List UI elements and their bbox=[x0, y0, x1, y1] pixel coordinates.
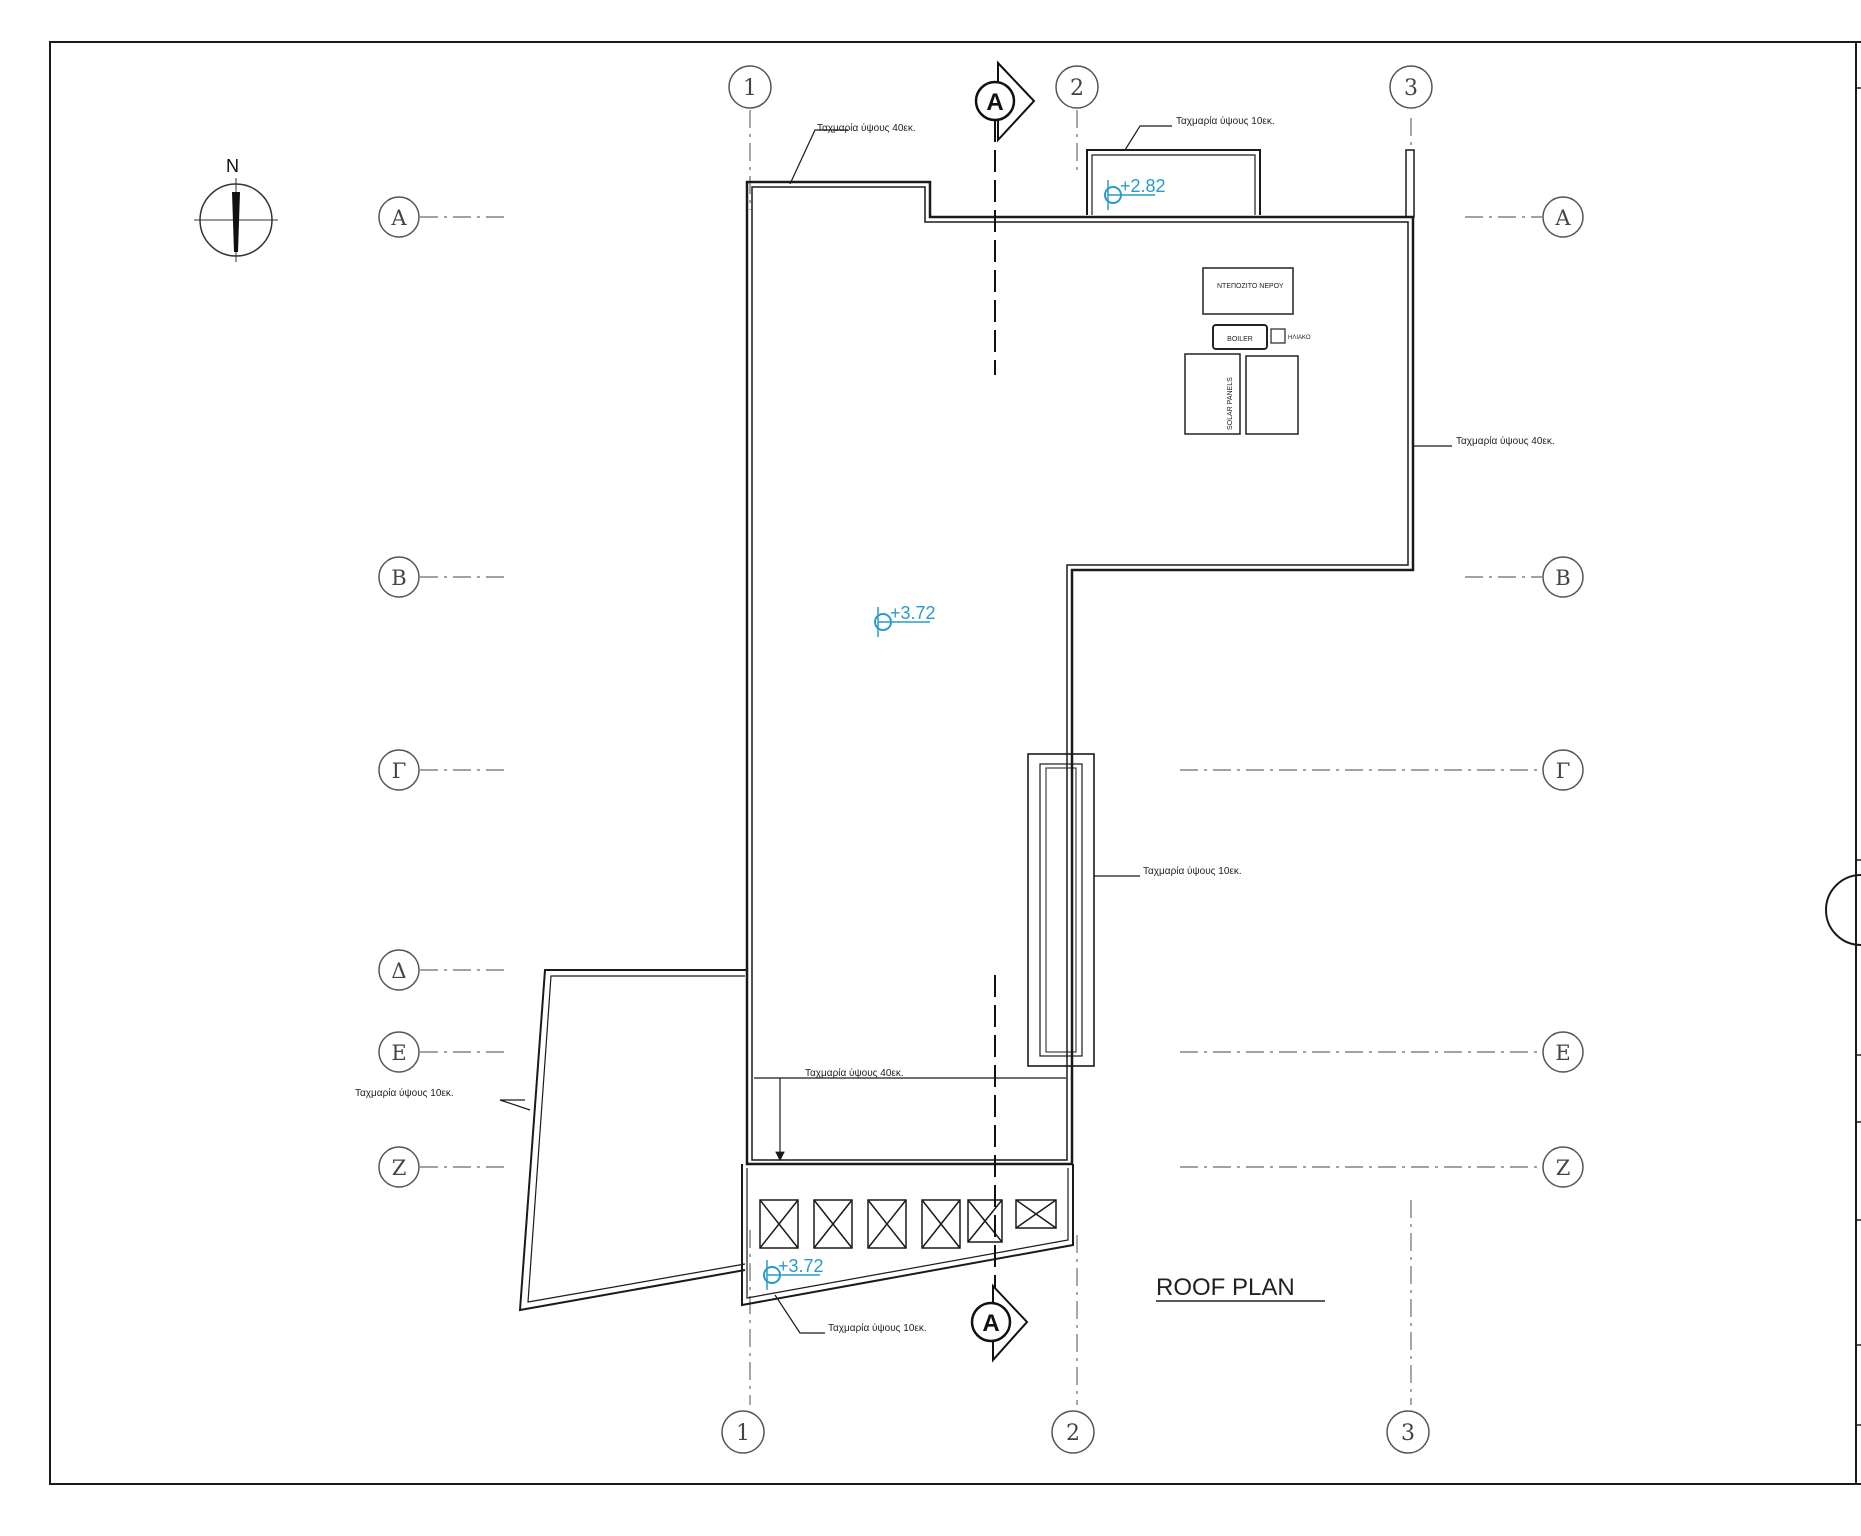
roof-side-ledge bbox=[1027, 753, 1095, 1067]
inner-dimension-line bbox=[754, 1077, 1066, 1162]
grid-bubble-row-Gamma-left: Γ bbox=[378, 749, 420, 791]
grid-bubble-row-E-left: E bbox=[378, 1031, 420, 1073]
svg-text:A: A bbox=[390, 206, 407, 230]
grid-column-lines bbox=[749, 110, 1412, 1405]
elevation-marker-stair-room: +2.82 bbox=[1104, 176, 1166, 210]
title-block-edge bbox=[1856, 87, 1861, 1426]
roof-post bbox=[1405, 149, 1415, 218]
sheet-border bbox=[49, 41, 1861, 1485]
grid-bubble-row-B-left: B bbox=[378, 556, 420, 598]
solar-panels: SOLAR PANELS bbox=[1184, 353, 1299, 435]
note-bottom-center: Ταχμαρία ύψους 10εκ. bbox=[828, 1322, 927, 1334]
section-marker-bottom: A bbox=[970, 1283, 1029, 1363]
svg-text:Γ: Γ bbox=[1556, 759, 1571, 783]
grid-bubble-row-Delta-left: Δ bbox=[378, 949, 420, 991]
grid-bubble-row-B-right: B bbox=[1542, 556, 1584, 598]
title-block-circle-fragment bbox=[1825, 874, 1861, 946]
grid-bubble-column-1-bottom: 1 bbox=[721, 1410, 765, 1454]
grid-row-lines bbox=[420, 216, 1542, 1168]
note-right-upper: Ταχμαρία ύψους 40εκ. bbox=[1456, 435, 1555, 447]
grid-bubble-row-A-left: A bbox=[378, 196, 420, 238]
svg-text:A: A bbox=[986, 89, 1003, 116]
svg-text:3: 3 bbox=[1401, 1421, 1415, 1446]
note-top-left: Ταχμαρία ύψους 40εκ. bbox=[817, 122, 916, 134]
note-left-lower: Ταχμαρία ύψους 10εκ. bbox=[355, 1087, 454, 1099]
boiler: BOILER bbox=[1212, 324, 1268, 350]
svg-text:A: A bbox=[1554, 206, 1571, 230]
svg-text:E: E bbox=[391, 1041, 406, 1065]
section-marker-top: A bbox=[974, 60, 1036, 143]
svg-text:Z: Z bbox=[392, 1156, 407, 1180]
svg-text:A: A bbox=[982, 1310, 999, 1337]
water-tank: ΝΤΕΠΟΖΙΤΟ ΝΕΡΟΥ bbox=[1202, 267, 1294, 315]
svg-text:3: 3 bbox=[1404, 76, 1418, 101]
svg-text:2: 2 bbox=[1066, 1421, 1080, 1446]
roof-outline bbox=[745, 180, 1415, 1166]
svg-text:ΗΛΙΑΚΟ: ΗΛΙΑΚΟ bbox=[1288, 335, 1311, 341]
svg-text:Z: Z bbox=[1556, 1156, 1571, 1180]
svg-text:SOLAR PANELS: SOLAR PANELS bbox=[1227, 377, 1234, 430]
stair-room-outline bbox=[1086, 149, 1261, 215]
svg-text:B: B bbox=[1555, 566, 1570, 590]
grid-bubble-row-Z-right: Z bbox=[1542, 1146, 1584, 1188]
small-unit: ΗΛΙΑΚΟ bbox=[1270, 328, 1311, 344]
svg-text:Γ: Γ bbox=[392, 759, 407, 783]
note-bottom-inner: Ταχμαρία ύψους 40εκ. bbox=[805, 1067, 904, 1079]
svg-text:+2.82: +2.82 bbox=[1120, 176, 1166, 196]
canopy-outline bbox=[518, 969, 747, 1312]
north-arrow-icon: N bbox=[194, 156, 278, 262]
grid-bubble-row-E-right: E bbox=[1542, 1031, 1584, 1073]
parapet-notes: Ταχμαρία ύψους 40εκ. Ταχμαρία ύψους 10εκ… bbox=[355, 115, 1555, 1334]
elevation-marker-roof: +3.72 bbox=[874, 603, 936, 637]
svg-text:BOILER: BOILER bbox=[1227, 336, 1253, 343]
svg-text:ΝΤΕΠΟΖΙΤΟ ΝΕΡΟΥ: ΝΤΕΠΟΖΙΤΟ ΝΕΡΟΥ bbox=[1217, 283, 1284, 290]
drawing-title: ROOF PLAN bbox=[1156, 1274, 1325, 1302]
svg-text:+3.72: +3.72 bbox=[890, 603, 936, 623]
note-top-center: Ταχμαρία ύψους 10εκ. bbox=[1176, 115, 1275, 127]
note-right-middle: Ταχμαρία ύψους 10εκ. bbox=[1143, 865, 1242, 877]
grid-bubble-column-2-bottom: 2 bbox=[1051, 1410, 1095, 1454]
skylight-crosses bbox=[759, 1199, 1057, 1249]
grid-bubble-column-3-bottom: 3 bbox=[1386, 1410, 1430, 1454]
elevation-marker-pergola: +3.72 bbox=[763, 1256, 824, 1290]
grid-bubble-column-1-top: 1 bbox=[728, 65, 772, 109]
grid-bubble-row-A-right: A bbox=[1542, 196, 1584, 238]
svg-text:B: B bbox=[391, 566, 406, 590]
grid-bubble-column-2-top: 2 bbox=[1055, 65, 1099, 109]
svg-text:ROOF PLAN: ROOF PLAN bbox=[1156, 1274, 1295, 1301]
grid-bubble-row-Z-left: Z bbox=[378, 1146, 420, 1188]
note-leaders bbox=[499, 125, 1452, 1334]
svg-text:1: 1 bbox=[736, 1421, 750, 1446]
grid-bubble-column-3-top: 3 bbox=[1389, 65, 1433, 109]
pergola-strip bbox=[741, 1164, 1074, 1307]
svg-text:+3.72: +3.72 bbox=[778, 1256, 824, 1276]
grid-bubble-row-Gamma-right: Γ bbox=[1542, 749, 1584, 791]
north-label: N bbox=[226, 156, 239, 176]
svg-text:2: 2 bbox=[1070, 76, 1084, 101]
svg-text:1: 1 bbox=[743, 76, 757, 101]
svg-text:Δ: Δ bbox=[391, 959, 406, 983]
svg-text:E: E bbox=[1555, 1041, 1570, 1065]
